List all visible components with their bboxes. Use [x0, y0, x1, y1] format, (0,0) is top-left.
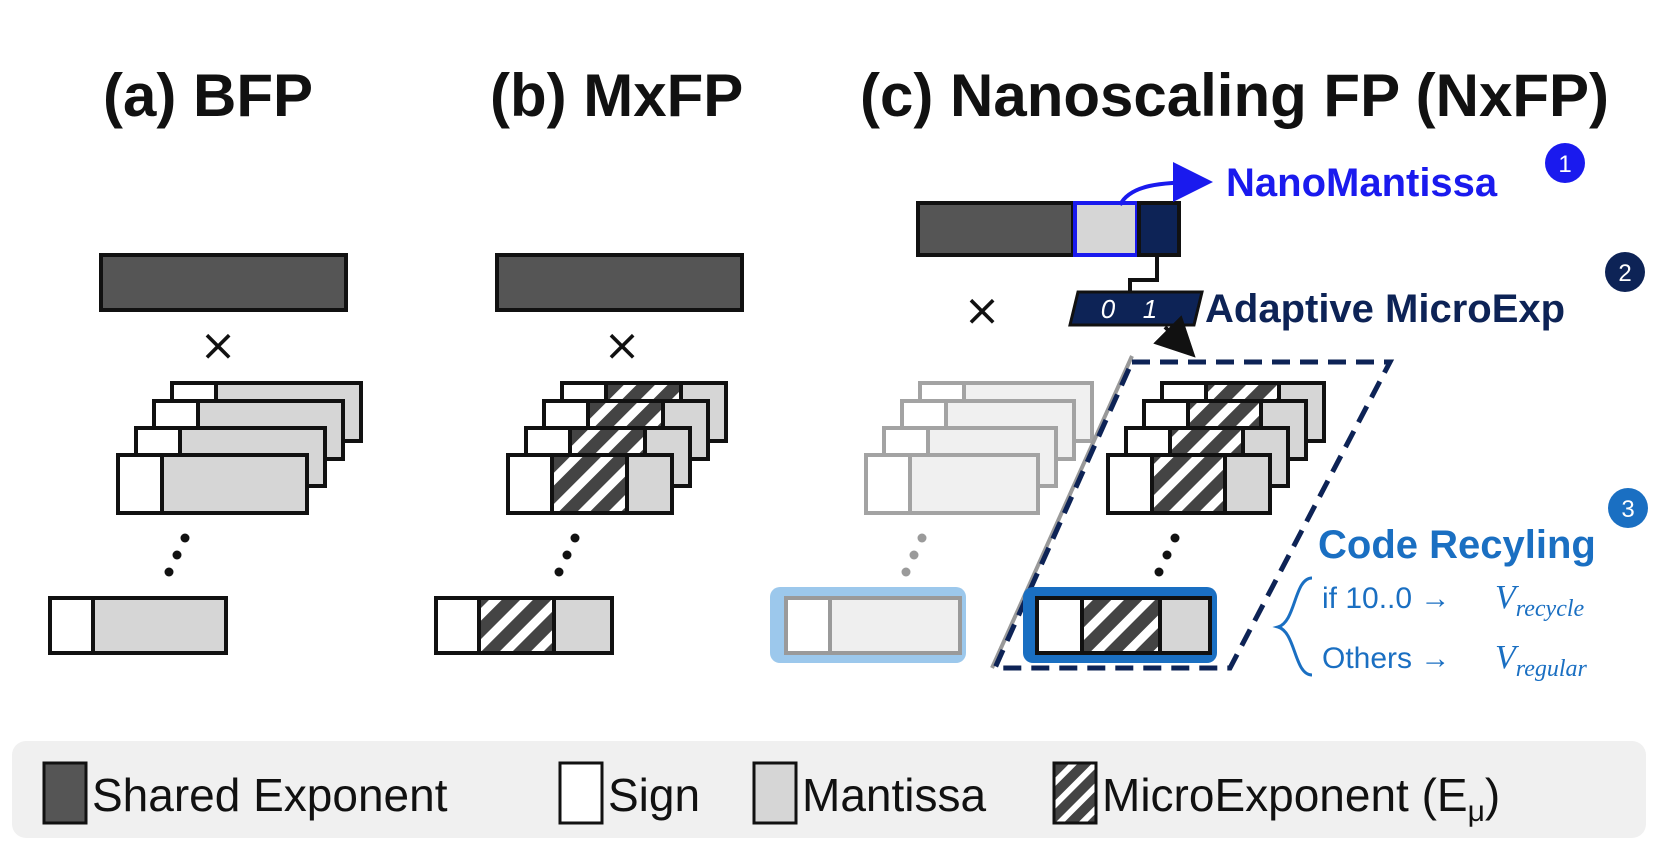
faded-element-last	[784, 596, 962, 655]
multiply-sign: ×	[604, 320, 641, 371]
legend-label-mantissa: Mantissa	[802, 769, 986, 821]
brace-icon	[1272, 576, 1313, 677]
legend-label-micro-exponent: MicroExponent (Eμ)	[1102, 769, 1500, 828]
multiply-sign: ×	[964, 285, 1001, 336]
multiply-sign: ×	[200, 320, 237, 371]
badge-3-text: 3	[1621, 496, 1634, 523]
badge-3	[1608, 488, 1648, 528]
ellipsis	[554, 533, 580, 577]
badge-1-text: 1	[1558, 151, 1571, 178]
mux-label-0: 0	[1101, 294, 1116, 324]
element-last	[48, 596, 228, 655]
panel-c-title: (c) Nanoscaling FP (NxFP)	[860, 62, 1609, 129]
rule-else: Others →	[1322, 642, 1450, 675]
group-outline	[991, 359, 1395, 671]
legend-label-sign: Sign	[608, 769, 700, 821]
ellipsis	[1154, 533, 1180, 577]
element-last	[434, 596, 614, 655]
callout-nano-mantissa: NanoMantissa 1	[1226, 143, 1585, 205]
mux-icon	[1068, 290, 1204, 327]
active-element-stack	[1106, 381, 1326, 515]
rule-if: if 10..0 →	[1322, 582, 1450, 615]
shared-exponent-block	[99, 253, 348, 312]
legend-swatch-sign	[558, 761, 604, 825]
panel-a-title: (a) BFP	[103, 62, 313, 129]
legend-swatch-mantissa	[752, 761, 798, 825]
legend-background	[12, 741, 1646, 838]
legend: Shared Exponent Sign Mantissa MicroExpon…	[12, 741, 1646, 838]
rule-else-value: Vregular	[1495, 639, 1588, 682]
panel-a: ×	[48, 253, 363, 655]
nano-mantissa-field	[1073, 201, 1139, 257]
nano-arrow	[1118, 162, 1213, 207]
rule-if-value: Vrecycle	[1495, 579, 1585, 622]
nano-mantissa-label: NanoMantissa	[1226, 161, 1498, 205]
legend-swatch-shared-exponent	[42, 761, 88, 825]
callout-code-recycling: Code Recyling 3 if 10..0 → Vrecycle Othe…	[1272, 488, 1648, 682]
shared-exponent-block	[495, 253, 744, 312]
panel-b-title: (b) MxFP	[490, 62, 743, 129]
panel-b: ×	[434, 253, 744, 655]
badge-2	[1605, 252, 1645, 292]
legend-label-shared-exponent: Shared Exponent	[92, 769, 448, 821]
adaptive-micro-exp-label: Adaptive MicroExp	[1205, 287, 1565, 331]
faded-element-stack	[864, 381, 1094, 515]
panel-c: × 0 1	[770, 162, 1395, 671]
legend-swatch-micro-exponent	[1052, 761, 1098, 825]
element-stack	[116, 381, 363, 515]
mux-label-1: 1	[1143, 294, 1157, 324]
element-stack	[506, 381, 728, 515]
faded-ellipsis	[901, 533, 927, 577]
callout-adaptive-micro-exp: Adaptive MicroExp 2	[1205, 252, 1645, 331]
ellipsis	[164, 533, 190, 577]
active-element-last	[1035, 596, 1212, 655]
mux-wire	[1128, 255, 1159, 292]
badge-1	[1545, 143, 1585, 183]
mux-arrow	[1153, 315, 1196, 358]
badge-2-text: 2	[1618, 260, 1631, 287]
shared-exponent-nano	[916, 201, 1181, 257]
code-recycling-label: Code Recyling	[1318, 523, 1596, 567]
